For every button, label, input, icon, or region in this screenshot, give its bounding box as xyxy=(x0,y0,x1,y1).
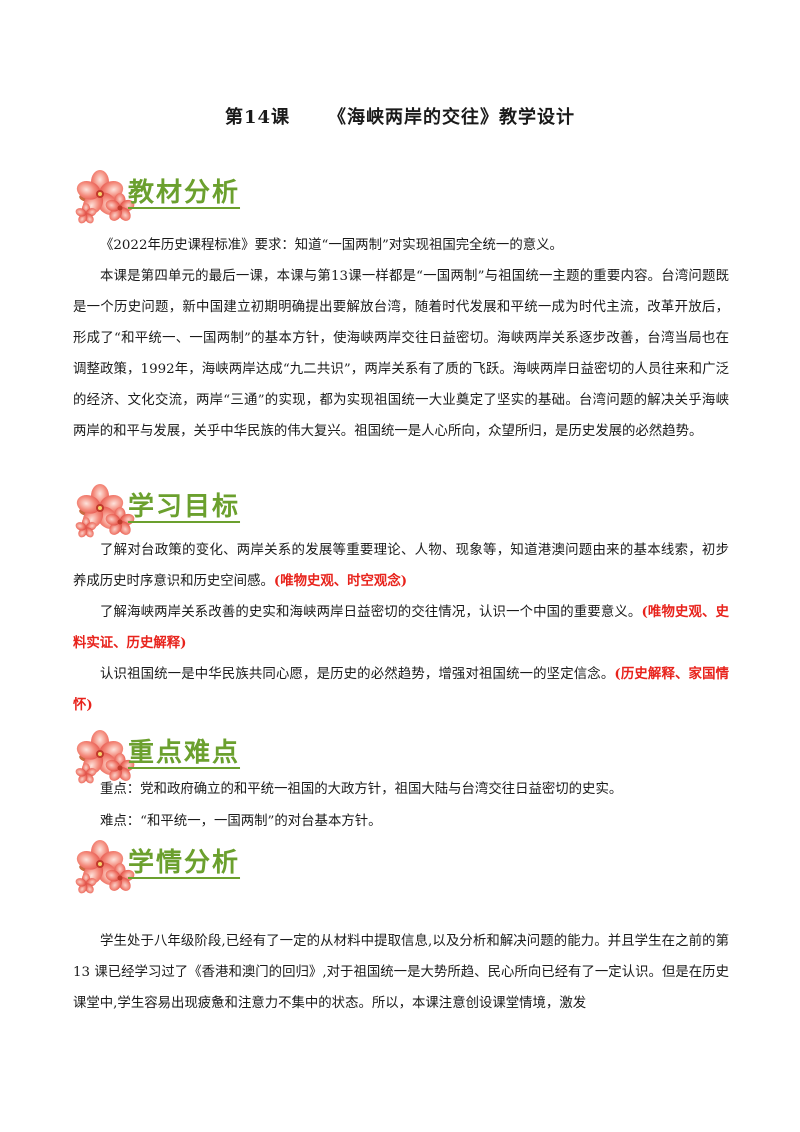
curriculum-standard-paragraph: 《2022年历史课程标准》要求：知道“一国两制”对实现祖国完全统一的意义。 xyxy=(100,238,563,253)
section-heading-key-difficult: 重点难点 xyxy=(72,728,372,792)
goal-literacy-tag: (唯物史观、时空观念) xyxy=(273,573,408,589)
goal-text: 了解对台政策的变化、两岸关系的发展等重要理论、人物、现象等，知道港澳问题由来的基… xyxy=(73,543,729,589)
goal-literacy-tag: (唯物史观、史料实证、历史解释) xyxy=(73,604,729,651)
lesson-number: 第14课 xyxy=(224,107,291,128)
goal-paragraph-2: 了解海峡两岸关系改善的史实和海峡两岸日益密切的交往情况，认识一个中国的重要意义。… xyxy=(73,597,729,659)
learner-analysis-paragraph: 学生处于八年级阶段,已经有了一定的从材料中提取信息,以及分析和解决问题的能力。并… xyxy=(73,934,729,1011)
section-heading-learning-goals: 学习目标 xyxy=(72,482,372,546)
goal-text: 认识祖国统一是中华民族共同心愿，是历史的必然趋势，增强对祖国统一的坚定信念。 xyxy=(100,667,615,682)
section-title: 教材分析 xyxy=(128,178,241,208)
lesson-name: 《海峡两岸的交往》教学设计 xyxy=(328,107,576,128)
section-title: 学习目标 xyxy=(128,492,241,522)
key-point-paragraph: 重点：党和政府确立的和平统一祖国的大政方针，祖国大陆与台湾交往日益密切的史实。 xyxy=(100,782,623,797)
section-heading-learner-analysis: 学情分析 xyxy=(72,838,372,902)
section-heading-textbook-analysis: 教材分析 xyxy=(72,168,372,232)
textbook-analysis-paragraph: 本课是第四单元的最后一课，本课与第13课一样都是“一国两制”与祖国统一主题的重要… xyxy=(73,269,729,439)
page-title: 第14课 《海峡两岸的交往》教学设计 xyxy=(0,103,800,129)
goal-paragraph-3: 认识祖国统一是中华民族共同心愿，是历史的必然趋势，增强对祖国统一的坚定信念。(历… xyxy=(73,659,729,721)
goal-literacy-tag: (历史解释、家国情怀) xyxy=(73,666,729,713)
section-title: 重点难点 xyxy=(128,738,241,768)
difficult-point-paragraph: 难点：“和平统一，一国两制”的对台基本方针。 xyxy=(100,814,382,829)
goal-paragraph-1: 了解对台政策的变化、两岸关系的发展等重要理论、人物、现象等，知道港澳问题由来的基… xyxy=(73,535,729,597)
goal-text: 了解海峡两岸关系改善的史实和海峡两岸日益密切的交往情况，认识一个中国的重要意义。 xyxy=(100,605,642,620)
section-title: 学情分析 xyxy=(128,848,241,878)
